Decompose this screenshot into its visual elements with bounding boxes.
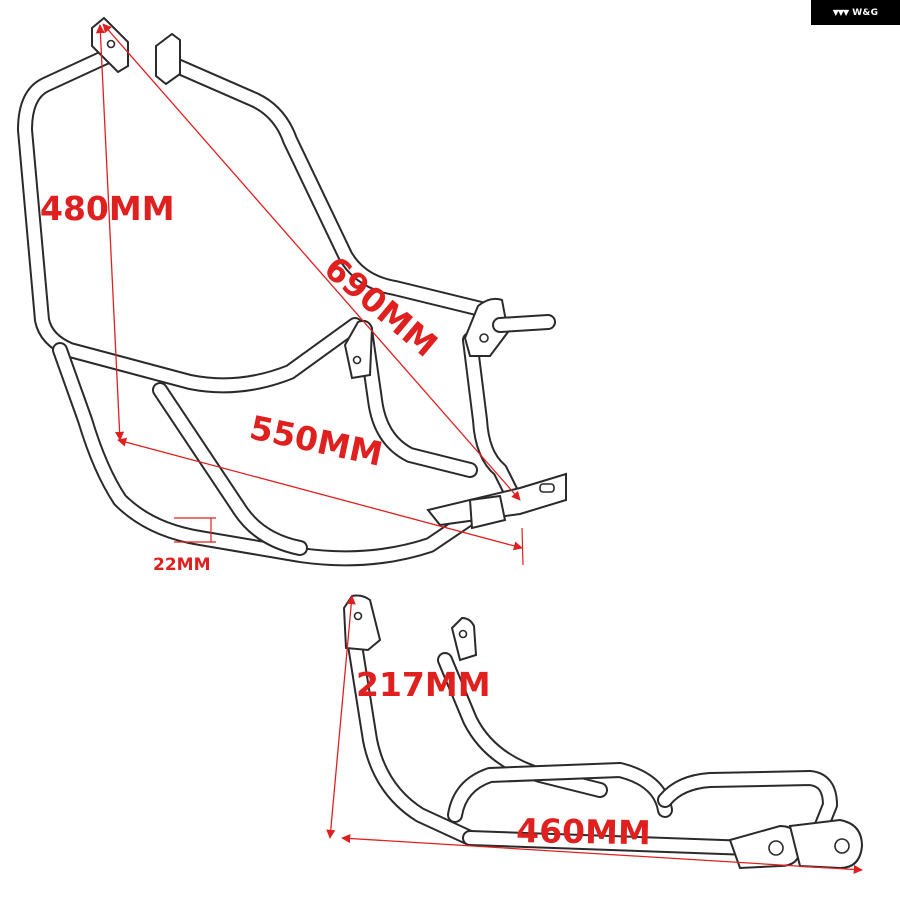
dim-line-217: [326, 595, 356, 839]
brand-badge: ▼▼▼ W&G: [811, 0, 900, 25]
label-217mm: 217MM: [356, 665, 491, 704]
dim-line-690: [102, 23, 521, 501]
dim-line-460: [341, 833, 863, 875]
dim-line-480: [95, 24, 125, 441]
brand-name: W&G: [852, 7, 879, 18]
label-550mm: 550MM: [246, 408, 386, 474]
brand-logo-icon: ▼▼▼: [832, 8, 850, 17]
label-480mm: 480MM: [40, 189, 175, 228]
label-460mm: 460MM: [516, 811, 651, 852]
upper-crash-bar: [17, 16, 567, 567]
label-22mm: 22MM: [153, 555, 211, 575]
dim-line-550: [117, 437, 523, 551]
dim-ext-550: [521, 527, 524, 566]
